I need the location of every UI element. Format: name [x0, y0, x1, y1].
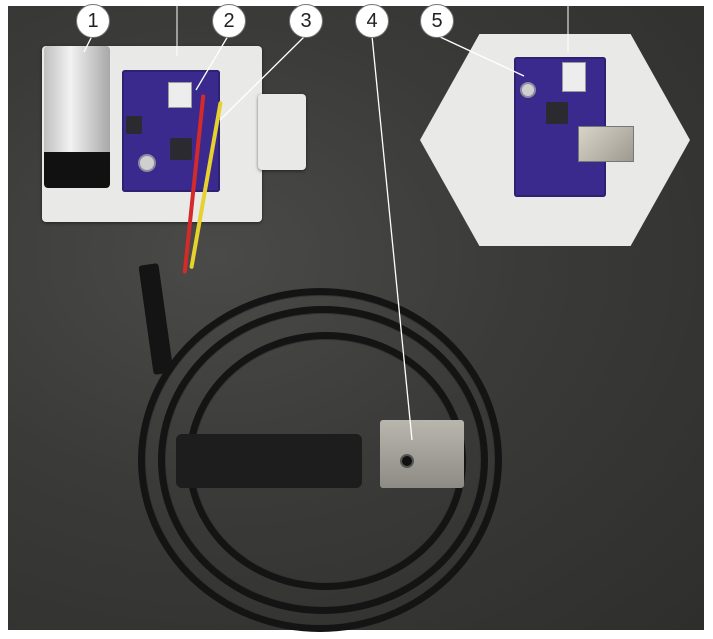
callout-label: 3	[300, 9, 312, 32]
cable-coil-middle	[158, 306, 488, 614]
node-mcu-chip	[170, 138, 192, 160]
callout-5: 5	[420, 4, 454, 38]
cable-connector	[176, 434, 362, 488]
callout-label: 1	[87, 9, 99, 32]
callout-label: 2	[223, 9, 235, 32]
callout-label: 4	[366, 9, 378, 32]
node-enclosure-tab	[258, 94, 306, 170]
accelerometer-block	[380, 420, 464, 488]
callout-label: 5	[431, 9, 443, 32]
cable-coil-outer	[138, 288, 502, 632]
receiver-mount-hole	[520, 82, 536, 98]
node-radio-module	[168, 82, 192, 108]
sensor-mount-hole	[400, 454, 414, 468]
taped-wire-bundle	[138, 263, 174, 375]
callout-3: 3	[289, 4, 323, 38]
usb-b-connector	[578, 126, 634, 162]
node-regulator	[126, 116, 142, 134]
receiver-mcu-chip	[546, 102, 568, 124]
receiver-radio-module	[562, 62, 586, 92]
hardware-photo	[8, 6, 704, 632]
callout-2: 2	[212, 4, 246, 38]
battery	[44, 46, 110, 158]
callout-1: 1	[76, 4, 110, 38]
node-mount-hole	[138, 154, 156, 172]
battery-terminal	[44, 152, 110, 188]
callout-4: 4	[355, 4, 389, 38]
